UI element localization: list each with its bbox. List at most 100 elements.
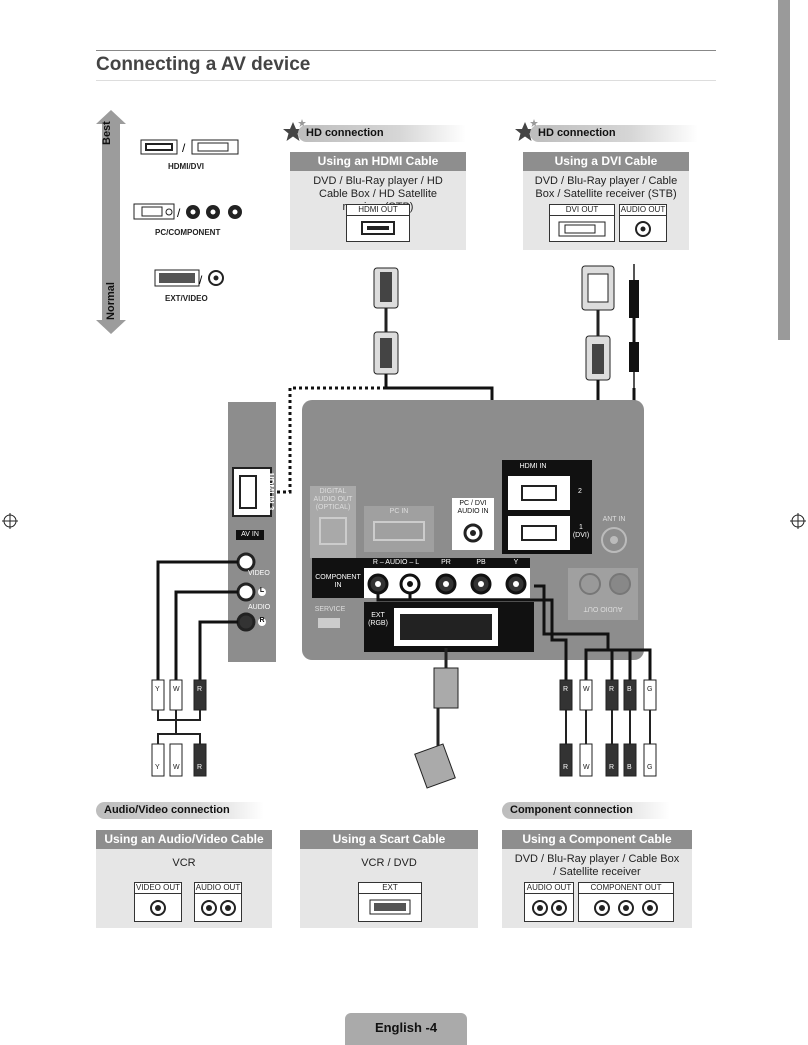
hdmi-port-icon (361, 221, 395, 235)
scale-item-pc-component: PC/COMPONENT (155, 228, 221, 237)
plug-letter: B (627, 764, 632, 771)
rca-pair-icon (532, 900, 567, 916)
service-port (318, 618, 340, 628)
hdmi-device-card: Using an HDMI Cable DVD / Blu-Ray player… (290, 152, 466, 250)
page-edge-tab (778, 0, 790, 340)
scart-ext-port: EXT (358, 882, 422, 922)
av-audio-out-port: AUDIO OUT (194, 882, 242, 922)
side-av-in-label: AV IN (236, 530, 264, 540)
component-pb-label: PB (476, 559, 486, 566)
av-video-out-label: VIDEO OUT (135, 883, 181, 894)
hd-dvi-section-label: HD connection (530, 125, 698, 142)
component-device-card: Using a Component Cable DVD / Blu-Ray pl… (502, 830, 692, 928)
plug-letter: R (563, 686, 569, 693)
side-video-label: VIDEO (248, 570, 270, 577)
svg-text:/: / (199, 273, 203, 287)
title-rule (96, 50, 716, 51)
plug-letter: R (197, 764, 203, 771)
side-r-label: R (259, 617, 265, 624)
hdmi-card-title: Using an HDMI Cable (290, 152, 466, 171)
registration-mark-right (790, 513, 806, 529)
comp-component-out-port: COMPONENT OUT (578, 882, 674, 922)
service-label: SERVICE (314, 606, 346, 613)
comp-component-out-label: COMPONENT OUT (579, 883, 673, 894)
audio-out-area (568, 568, 638, 620)
side-audio-label: AUDIO (248, 604, 271, 611)
pc-component-icon: / (133, 203, 242, 220)
component-pr-label: PR (441, 559, 451, 566)
optical-out-area (310, 486, 356, 558)
component-audio-label: R – AUDIO – L (372, 559, 420, 566)
quality-scale-arrow (96, 110, 126, 334)
plug-letter: B (627, 686, 632, 693)
scart-device-card: Using a Scart Cable VCR / DVD EXT (300, 830, 478, 928)
dvi-device-card: Using a DVI Cable DVD / Blu-Ray player /… (523, 152, 689, 250)
av-section-label: Audio/Video connection (96, 802, 264, 819)
dvi-card-devices: DVD / Blu-Ray player / Cable Box / Satel… (534, 175, 678, 200)
audio-jack-icon (635, 221, 651, 237)
hdmi-1-dvi-label: 1 (DVI) (572, 524, 590, 539)
ext-rgb-label: EXT (RGB) (368, 612, 388, 627)
comp-audio-out-port: AUDIO OUT (524, 882, 574, 922)
audio-out-label: AUDIO OUT (583, 605, 623, 612)
av-card-devices: VCR (172, 857, 196, 869)
svg-text:/: / (182, 141, 186, 155)
component-y-label: Y (513, 559, 519, 566)
dvi-cable (570, 265, 615, 502)
scart-card-title: Using a Scart Cable (300, 830, 478, 849)
hdmi-out-port: HDMI OUT (346, 204, 410, 242)
side-video-jack (236, 552, 256, 572)
scart-video-icon: / (154, 269, 224, 287)
hdmi-out-label: HDMI OUT (347, 205, 409, 216)
hdmi-dvi-icon: / (140, 139, 239, 155)
scart-ext-label: EXT (359, 883, 421, 894)
component-cable (376, 584, 657, 777)
plug-letter: W (173, 764, 180, 771)
plug-letter: R (609, 686, 615, 693)
comp-audio-out-label: AUDIO OUT (525, 883, 573, 894)
ant-in-jack (601, 527, 627, 553)
hdmi-2-label: 2 (578, 488, 582, 495)
rca-jack-icon (150, 900, 166, 916)
component-card-devices: DVD / Blu-Ray player / Cable Box / Satel… (514, 853, 680, 878)
page-footer: English -4 (345, 1013, 467, 1045)
hdmi-in-label: HDMI IN (519, 463, 547, 470)
rca-triple-icon (594, 900, 658, 916)
scart-cable (414, 648, 459, 789)
dvi-audio-out-label: AUDIO OUT (620, 205, 666, 216)
dvi-card-title: Using a DVI Cable (523, 152, 689, 171)
plug-letter: R (563, 764, 569, 771)
av-card-title: Using an Audio/Video Cable (96, 830, 272, 849)
scart-card-devices: VCR / DVD (361, 857, 417, 869)
av-cable (151, 560, 238, 777)
digital-audio-label: DIGITAL AUDIO OUT (OPTICAL) (313, 488, 353, 511)
pc-dvi-audio-label: PC / DVI AUDIO IN (457, 500, 489, 515)
plug-letter: W (583, 686, 590, 693)
pc-in-area (364, 506, 434, 552)
registration-mark-left (2, 513, 18, 529)
plug-letter: G (647, 686, 653, 693)
plug-letter: R (197, 686, 203, 693)
scale-item-ext-video: EXT/VIDEO (165, 294, 208, 303)
dvi-audio-out-port: AUDIO OUT (619, 204, 667, 242)
side-l-label: L (259, 587, 265, 594)
pc-in-label: PC IN (389, 508, 409, 515)
dvi-out-port: DVI OUT (549, 204, 615, 242)
plug-letter: Y (155, 764, 160, 771)
component-card-title: Using a Component Cable (502, 830, 692, 849)
plug-letter: R (609, 764, 615, 771)
av-video-out-port: VIDEO OUT (134, 882, 182, 922)
rca-pair-icon (201, 900, 236, 916)
side-audio-l-jack (236, 582, 256, 602)
plug-letter: W (173, 686, 180, 693)
svg-text:/: / (177, 206, 181, 220)
av-audio-out-label: AUDIO OUT (195, 883, 241, 894)
dvi-out-label: DVI OUT (550, 205, 614, 216)
side-hdmi3-label: HDMI IN 3 (266, 473, 275, 511)
side-audio-r-jack (236, 612, 256, 632)
scart-port-icon (369, 899, 411, 915)
scale-item-hdmi-dvi: HDMI/DVI (168, 162, 204, 171)
plug-letter: G (647, 764, 653, 771)
title-underline (96, 80, 716, 81)
